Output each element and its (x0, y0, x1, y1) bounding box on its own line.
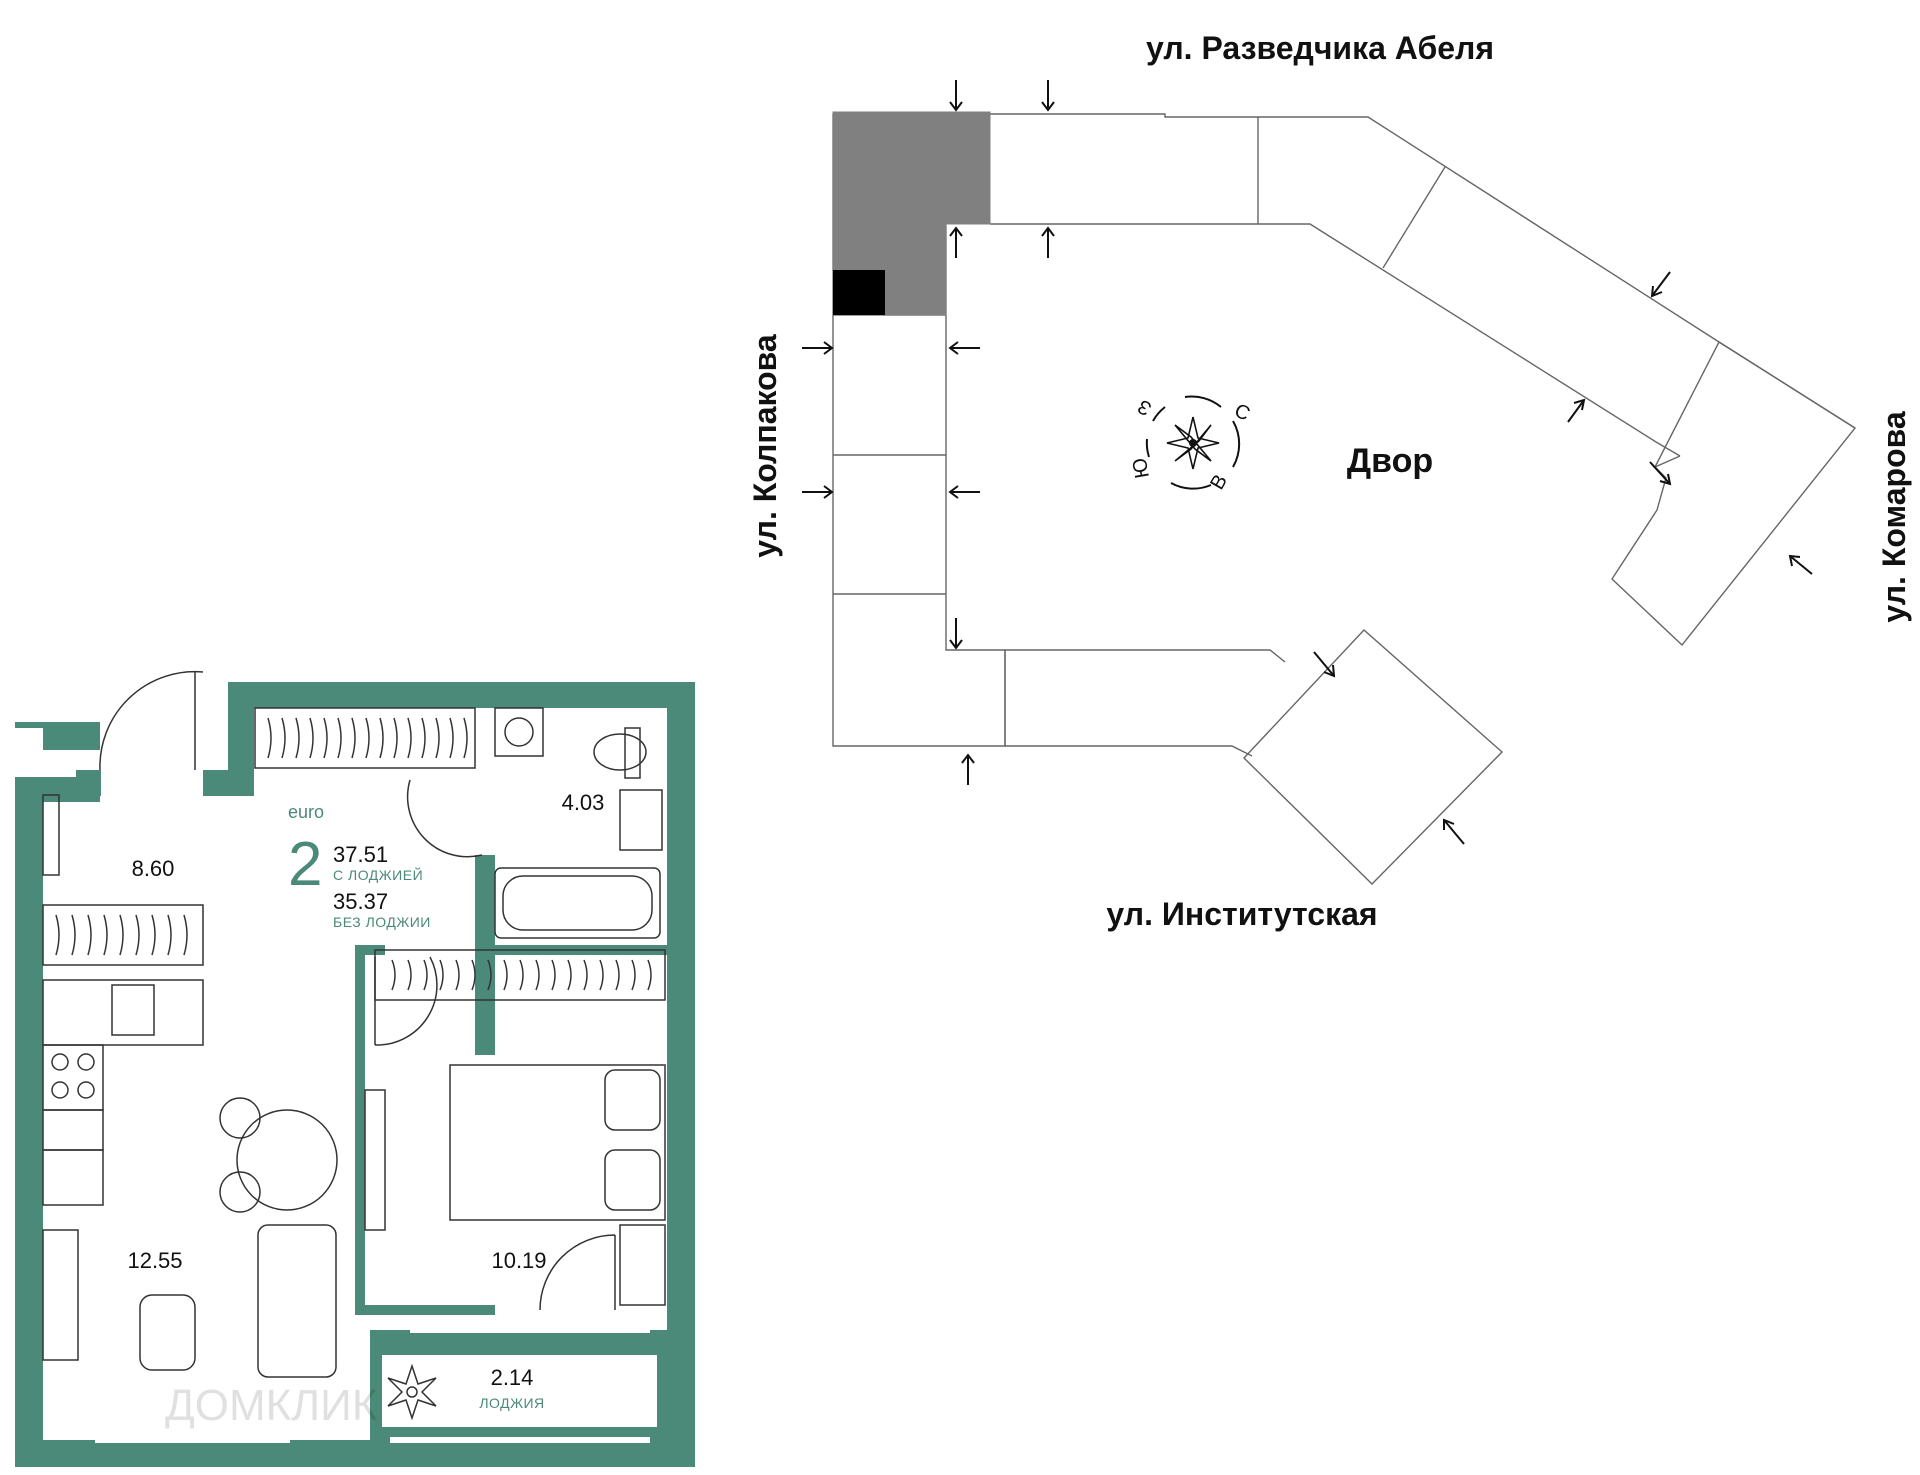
building-inner-north (990, 223, 1681, 457)
arrow-icon (949, 80, 963, 112)
stove (42, 1044, 104, 1111)
arrow-icon (802, 485, 834, 499)
street-label-north: ул. Разведчика Абеля (1146, 30, 1494, 66)
entrance-door (99, 670, 204, 771)
with-loggia-caption: С ЛОДЖИЕЙ (333, 866, 423, 883)
bedroom-door (374, 956, 438, 1046)
hall-area: 8.60 (132, 856, 175, 881)
bedroom-area: 10.19 (491, 1248, 546, 1273)
arrow-icon (948, 341, 980, 355)
watermark: ДОМКЛИК (165, 1381, 378, 1430)
arrow-icon (1041, 80, 1055, 112)
loggia (370, 1330, 667, 1440)
bathtub (494, 867, 661, 939)
building-inner-west (945, 226, 1005, 651)
armchair (257, 1224, 337, 1378)
bed (449, 1064, 666, 1221)
bathroom-area: 4.03 (562, 790, 605, 815)
tv-stand (364, 1089, 386, 1231)
kitchen-counter (42, 979, 204, 1046)
apartment-plan: 8.60 4.03 12.55 10.19 2.14 ЛОДЖИЯ euro 2… (15, 670, 695, 1467)
plant-icon (387, 1363, 437, 1421)
arrow-icon (1443, 818, 1465, 845)
arrow-icon (948, 485, 980, 499)
compass-icon: С В Ю З (1129, 395, 1254, 494)
selected-apartment-marker (833, 270, 885, 315)
loggia-area: 2.14 (491, 1365, 534, 1390)
building-south-tower (1243, 629, 1504, 885)
arrow-icon (1649, 461, 1672, 486)
kitchen-living-area: 12.55 (127, 1248, 182, 1273)
without-loggia-caption: БЕЗ ЛОДЖИИ (333, 914, 431, 930)
tv-stand (42, 1229, 79, 1361)
loggia-caption: ЛОДЖИЯ (479, 1395, 544, 1411)
area-with-loggia: 37.51 (333, 842, 388, 867)
dining-table (236, 1109, 338, 1211)
street-label-west: ул. Колпакова (747, 334, 783, 558)
compass-east: В (1206, 471, 1232, 494)
compass-west: З (1134, 395, 1155, 420)
courtyard-label: Двор (1347, 442, 1433, 480)
furniture (42, 670, 666, 1443)
section-divider (1382, 166, 1446, 269)
arrow-icon (949, 226, 963, 258)
arrow-icon (961, 753, 975, 785)
bathroom-door (406, 779, 483, 858)
arrow-icon (1650, 271, 1671, 298)
street-label-south: ул. Институтская (1106, 896, 1377, 932)
area-without-loggia: 35.37 (333, 889, 388, 914)
walls (15, 682, 695, 1467)
section-divider (1654, 455, 1681, 468)
site-plan (832, 113, 1857, 885)
arrow-icon (949, 618, 963, 650)
wardrobe (254, 707, 476, 769)
wardrobe (374, 949, 666, 1001)
arrow-icon (802, 341, 834, 355)
street-label-east: ул. Комарова (1876, 411, 1912, 623)
rooms-count: 2 (288, 830, 322, 899)
compass-south: Ю (1129, 456, 1154, 480)
arrow-icon (1313, 651, 1336, 678)
fridge (42, 1149, 104, 1206)
arrow-icon (1567, 398, 1586, 423)
washing-machine (494, 707, 544, 757)
brand-tag: euro (288, 802, 324, 822)
arrow-icon (1788, 554, 1813, 575)
balcony-door (539, 1234, 616, 1311)
entrance-arrows (802, 80, 1813, 845)
building-outline-south (1005, 745, 1253, 757)
wardrobe (42, 904, 204, 966)
building-outline-north (990, 113, 1856, 429)
bedside (619, 1224, 666, 1306)
coffee-table (139, 1294, 196, 1371)
arrow-icon (1041, 226, 1055, 258)
building-east-tower (1611, 340, 1857, 647)
